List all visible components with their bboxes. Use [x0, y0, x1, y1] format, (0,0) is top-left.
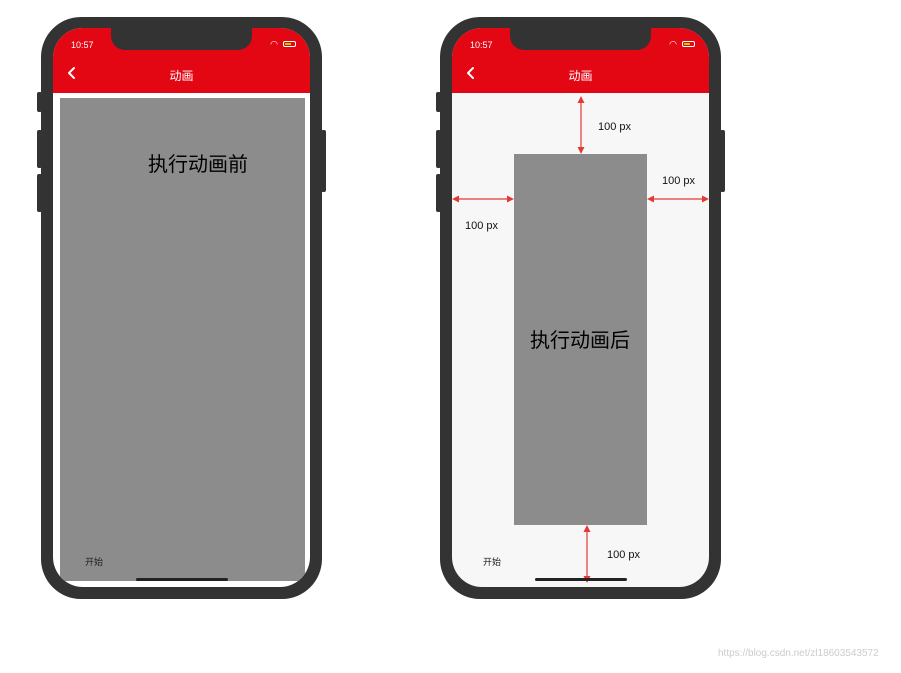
screen-after: 10:57 ◠ 动画 执行动画后: [452, 28, 709, 587]
wifi-icon: ◠: [270, 39, 278, 49]
bottom-dimension-label: 100 px: [607, 549, 641, 561]
nav-bar: 10:57 ◠ 动画: [452, 28, 709, 93]
phone-before: 10:57 ◠ 动画 执行动画前 开始: [37, 17, 326, 599]
box-label: 执行动画后: [530, 330, 630, 352]
start-button[interactable]: 开始: [85, 557, 104, 567]
home-indicator: [535, 578, 627, 581]
battery-icon: [682, 41, 695, 47]
power-button: [720, 130, 725, 192]
right-dimension-label: 100 px: [662, 175, 696, 187]
status-time: 10:57: [470, 40, 493, 50]
animated-box: [514, 154, 647, 525]
left-dimension-label: 100 px: [465, 220, 499, 232]
home-indicator: [136, 578, 228, 581]
screen-before: 10:57 ◠ 动画 执行动画前 开始: [53, 28, 310, 587]
power-button: [321, 130, 326, 192]
animated-box: [60, 98, 305, 581]
volume-down-button: [37, 174, 42, 212]
wifi-icon: ◠: [669, 39, 677, 49]
notch: [111, 28, 252, 50]
top-dimension-label: 100 px: [598, 121, 632, 133]
status-time: 10:57: [71, 40, 94, 50]
page-title: 动画: [568, 69, 593, 83]
mute-switch: [436, 92, 441, 112]
battery-icon: [283, 41, 296, 47]
watermark: https://blog.csdn.net/zl18603543572: [718, 648, 879, 659]
start-button[interactable]: 开始: [483, 557, 502, 567]
volume-up-button: [436, 130, 441, 168]
chevron-left-icon[interactable]: [465, 66, 477, 80]
chevron-left-icon[interactable]: [66, 66, 78, 80]
phone-after: 10:57 ◠ 动画 执行动画后: [436, 17, 725, 599]
dimension-arrows: [452, 96, 709, 583]
page-title: 动画: [169, 69, 194, 83]
box-label: 执行动画前: [148, 154, 248, 176]
volume-down-button: [436, 174, 441, 212]
mute-switch: [37, 92, 42, 112]
volume-up-button: [37, 130, 42, 168]
nav-bar: 10:57 ◠ 动画: [53, 28, 310, 93]
notch: [510, 28, 651, 50]
